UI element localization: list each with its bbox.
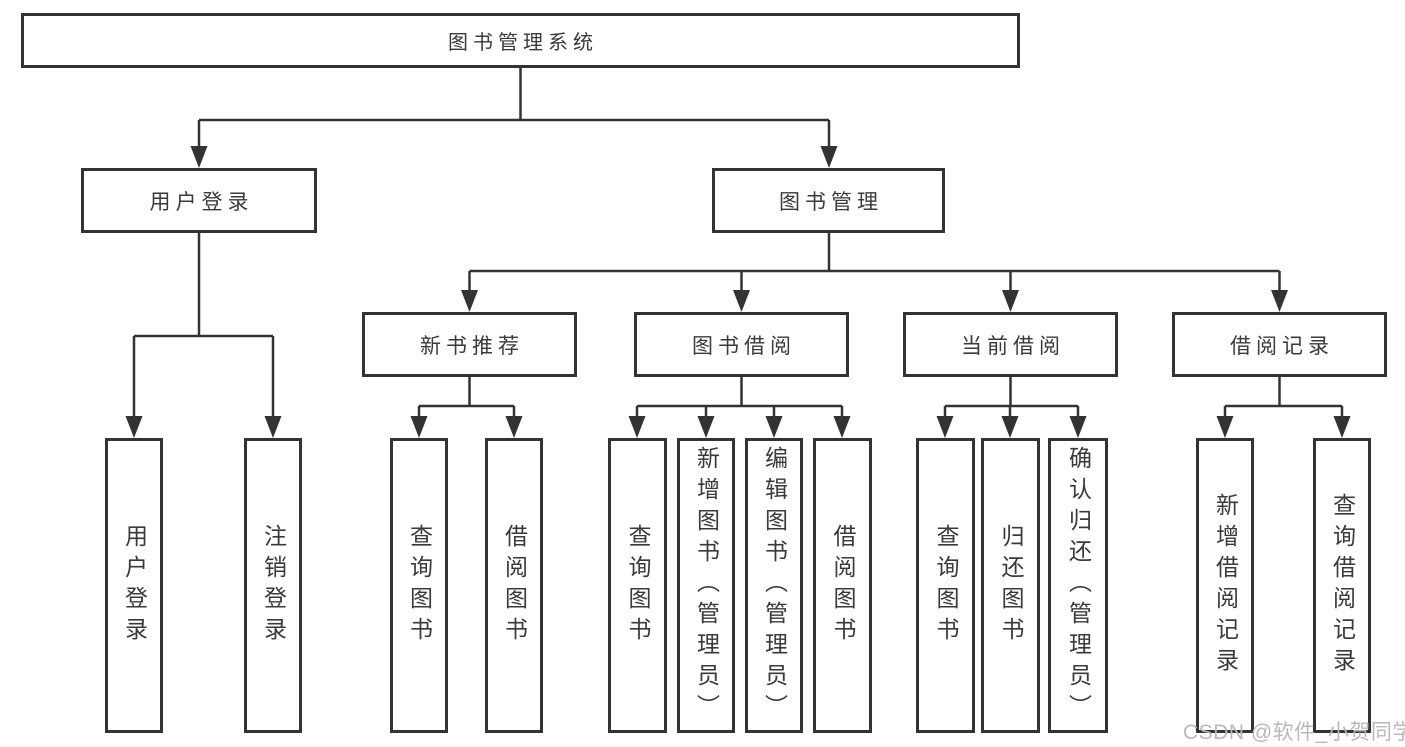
leaf-recommend-borrow-books-label: 借阅图书: [501, 523, 528, 648]
leaf-confirm-return-admin: 确认归还（管理员）: [1048, 438, 1108, 733]
leaf-add-borrow-record: 新增借阅记录: [1196, 438, 1254, 733]
leaf-add-books-admin: 新增图书（管理员）: [677, 438, 735, 733]
leaf-return-books: 归还图书: [981, 438, 1040, 733]
leaf-borrow-query-books-label: 查询图书: [625, 523, 651, 648]
node-current-borrow: 当前借阅: [903, 312, 1118, 377]
leaf-borrow-books-label: 借阅图书: [830, 523, 856, 648]
leaf-return-books-label: 归还图书: [998, 523, 1024, 648]
node-book-borrow: 图书借阅: [634, 312, 849, 377]
leaf-logout: 注销登录: [244, 438, 302, 733]
leaf-add-books-admin-label: 新增图书（管理员）: [693, 446, 720, 725]
node-book-management-label: 图书管理: [779, 190, 883, 214]
leaf-query-borrow-record: 查询借阅记录: [1313, 438, 1371, 733]
leaf-edit-books-admin-label: 编辑图书（管理员）: [761, 446, 788, 725]
leaf-recommend-borrow-books: 借阅图书: [485, 438, 543, 733]
leaf-recommend-query-books-label: 查询图书: [406, 523, 433, 648]
node-current-borrow-label: 当前借阅: [961, 334, 1065, 358]
node-book-borrow-label: 图书借阅: [692, 334, 796, 358]
leaf-current-query-books: 查询图书: [916, 438, 975, 733]
leaf-edit-books-admin: 编辑图书（管理员）: [745, 438, 803, 733]
leaf-logout-label: 注销登录: [260, 523, 287, 648]
node-root-label: 图书管理系统: [448, 32, 598, 54]
leaf-borrow-query-books: 查询图书: [608, 438, 667, 733]
leaf-borrow-books: 借阅图书: [813, 438, 872, 733]
leaf-query-borrow-record-label: 查询借阅记录: [1329, 492, 1356, 679]
node-user-login: 用户登录: [81, 168, 317, 233]
node-borrow-records-label: 借阅记录: [1230, 334, 1334, 358]
node-user-login-label: 用户登录: [149, 190, 254, 214]
leaf-current-query-books-label: 查询图书: [933, 523, 959, 648]
leaf-recommend-query-books: 查询图书: [390, 438, 448, 733]
node-book-management: 图书管理: [712, 168, 945, 233]
leaf-user-login-label: 用户登录: [121, 523, 148, 648]
leaf-user-login: 用户登录: [105, 438, 163, 733]
leaf-add-borrow-record-label: 新增借阅记录: [1212, 492, 1239, 679]
node-new-book-recommend: 新书推荐: [362, 312, 577, 377]
node-root: 图书管理系统: [21, 13, 1020, 68]
node-borrow-records: 借阅记录: [1172, 312, 1387, 377]
leaf-confirm-return-admin-label: 确认归还（管理员）: [1065, 446, 1092, 725]
csdn-watermark: CSDN @软件_小贺同学: [1183, 721, 1405, 744]
node-new-book-recommend-label: 新书推荐: [420, 334, 524, 358]
